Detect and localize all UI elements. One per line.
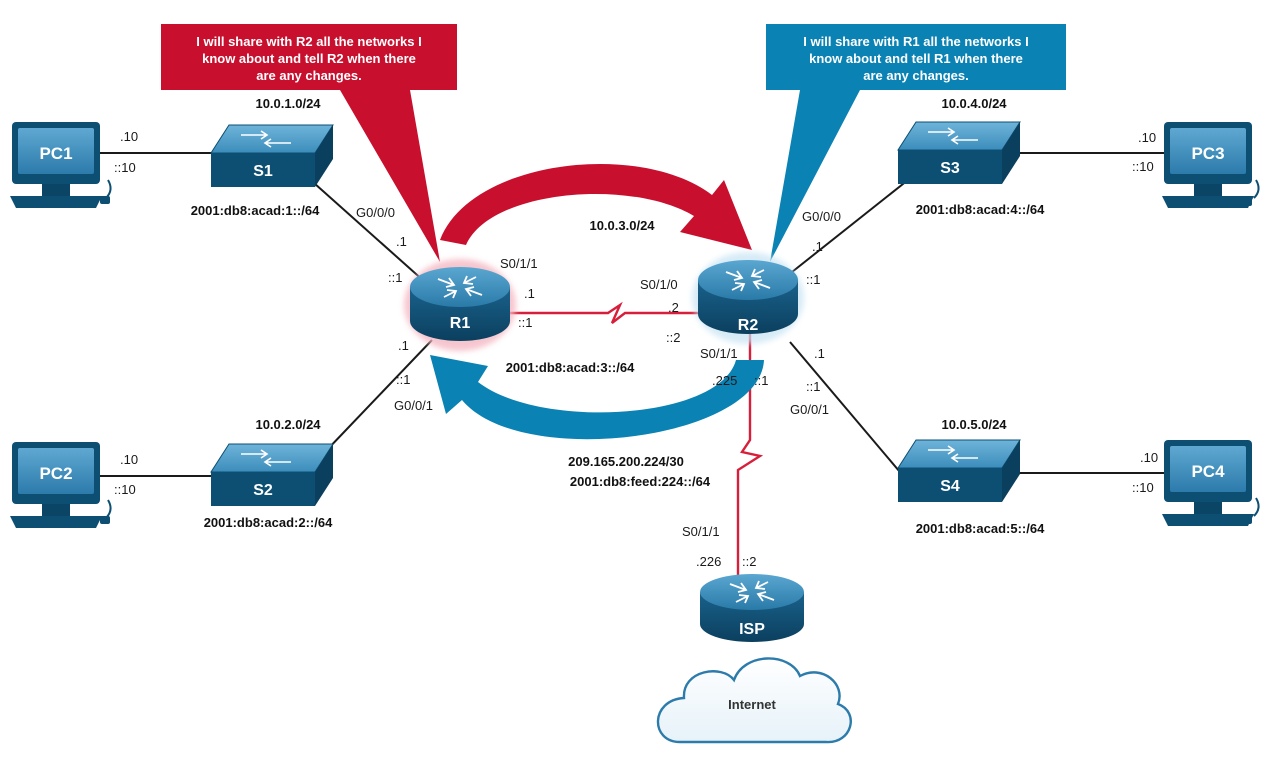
r2-s010-ipv4: .2 xyxy=(668,300,679,315)
pc2-ipv4: .10 xyxy=(120,452,138,467)
net-acad-5: 2001:db8:acad:5::/64 xyxy=(916,521,1045,536)
isp-label: ISP xyxy=(739,621,765,638)
switch-icon xyxy=(897,121,1021,151)
net-acad-2: 2001:db8:acad:2::/64 xyxy=(204,515,333,530)
net-10-0-3-0: 10.0.3.0/24 xyxy=(589,218,655,233)
r1-s011-ipv4: .1 xyxy=(524,286,535,301)
net-acad-4: 2001:db8:acad:4::/64 xyxy=(916,202,1045,217)
r2-s011-label: S0/1/1 xyxy=(700,346,738,361)
pc4-ipv4: .10 xyxy=(1140,450,1158,465)
r1-label: R1 xyxy=(450,315,471,332)
net-10-0-4-0: 10.0.4.0/24 xyxy=(941,96,1007,111)
r1-s011-label: S0/1/1 xyxy=(500,256,538,271)
r2-s010-label: S0/1/0 xyxy=(640,277,678,292)
net-acad-3: 2001:db8:acad:3::/64 xyxy=(506,360,635,375)
link-s2-r1 xyxy=(324,339,433,453)
pc3-ipv4: .10 xyxy=(1138,130,1156,145)
pc1[interactable]: PC1 xyxy=(10,122,112,208)
update-arrow-r1-to-r2 xyxy=(440,163,752,250)
r2-g001-ipv6: ::1 xyxy=(806,379,820,394)
router-r1[interactable]: R1 xyxy=(404,259,516,351)
r2-s010-ipv6: ::2 xyxy=(666,330,680,345)
pc4-ipv6: ::10 xyxy=(1132,480,1154,495)
pc1-label: PC1 xyxy=(39,144,72,163)
isp-s011-ipv6: ::2 xyxy=(742,554,756,569)
r1-g000-ipv4: .1 xyxy=(396,234,407,249)
link-r2-s4 xyxy=(789,341,906,479)
cloud-icon xyxy=(656,657,852,744)
r2-g000-label: G0/0/0 xyxy=(802,209,841,224)
r2-g001-label: G0/0/1 xyxy=(790,402,829,417)
net-isp-v6: 2001:db8:feed:224::/64 xyxy=(570,474,711,489)
r2-g001-ipv4: .1 xyxy=(814,346,825,361)
link-s1-r1 xyxy=(304,174,426,283)
pc1-ipv4: .10 xyxy=(120,129,138,144)
r1-g001-ipv6: ::1 xyxy=(396,372,410,387)
r2-s011-ipv6: ::1 xyxy=(754,373,768,388)
internet-label: Internet xyxy=(728,697,776,712)
callout-left-line-2: know about and tell R2 when there xyxy=(202,51,416,66)
switch-s3[interactable]: S3 xyxy=(897,121,1021,184)
net-10-0-2-0: 10.0.2.0/24 xyxy=(255,417,321,432)
pc4[interactable]: PC4 xyxy=(1162,440,1260,526)
r1-s011-ipv6: ::1 xyxy=(518,315,532,330)
callout-right-line-3: are any changes. xyxy=(863,68,969,83)
serial-link-r1-r2 xyxy=(500,301,700,324)
net-acad-1: 2001:db8:acad:1::/64 xyxy=(191,203,320,218)
r2-s011-ipv4: .225 xyxy=(712,373,737,388)
link-r2-s3 xyxy=(791,179,909,273)
pc3[interactable]: PC3 xyxy=(1162,122,1260,208)
pc3-ipv6: ::10 xyxy=(1132,159,1154,174)
pc4-label: PC4 xyxy=(1191,462,1225,481)
update-arrow-r2-to-r1 xyxy=(430,355,764,440)
switch-s4[interactable]: S4 xyxy=(897,439,1021,502)
s1-label: S1 xyxy=(253,163,273,180)
pc1-ipv6: ::10 xyxy=(114,160,136,175)
switch-s1[interactable]: S1 xyxy=(210,124,334,187)
router-r2[interactable]: R2 xyxy=(692,252,804,344)
s2-label: S2 xyxy=(253,482,273,499)
s4-label: S4 xyxy=(940,478,960,495)
serial-link-r2-isp xyxy=(736,330,764,575)
switch-s2[interactable]: S2 xyxy=(210,443,334,506)
router-isp[interactable]: ISP xyxy=(700,574,804,642)
callout-right: I will share with R1 all the networks I … xyxy=(766,24,1066,262)
callout-left: I will share with R2 all the networks I … xyxy=(161,24,457,262)
switch-icon xyxy=(210,124,334,154)
r1-g000-label: G0/0/0 xyxy=(356,205,395,220)
pc2[interactable]: PC2 xyxy=(10,442,112,528)
s3-label: S3 xyxy=(940,160,960,177)
ethernet-links xyxy=(98,152,1168,479)
pc3-label: PC3 xyxy=(1191,144,1224,163)
r1-g000-ipv6: ::1 xyxy=(388,270,402,285)
net-10-0-5-0: 10.0.5.0/24 xyxy=(941,417,1007,432)
pc2-label: PC2 xyxy=(39,464,72,483)
isp-s011-ipv4: .226 xyxy=(696,554,721,569)
r1-g001-ipv4: .1 xyxy=(398,338,409,353)
pc2-ipv6: ::10 xyxy=(114,482,136,497)
net-10-0-1-0: 10.0.1.0/24 xyxy=(255,96,321,111)
switch-icon xyxy=(210,443,334,473)
switch-icon xyxy=(897,439,1021,469)
r1-g001-label: G0/0/1 xyxy=(394,398,433,413)
r2-g000-ipv6: ::1 xyxy=(806,272,820,287)
callout-right-line-1: I will share with R1 all the networks I xyxy=(803,34,1028,49)
net-isp-v4: 209.165.200.224/30 xyxy=(568,454,684,469)
r2-g000-ipv4: .1 xyxy=(812,239,823,254)
callout-left-line-3: are any changes. xyxy=(256,68,362,83)
internet-cloud[interactable]: Internet xyxy=(656,657,852,744)
isp-s011-label: S0/1/1 xyxy=(682,524,720,539)
callout-right-line-2: know about and tell R1 when there xyxy=(809,51,1023,66)
callout-left-line-1: I will share with R2 all the networks I xyxy=(196,34,421,49)
r2-label: R2 xyxy=(738,317,759,334)
